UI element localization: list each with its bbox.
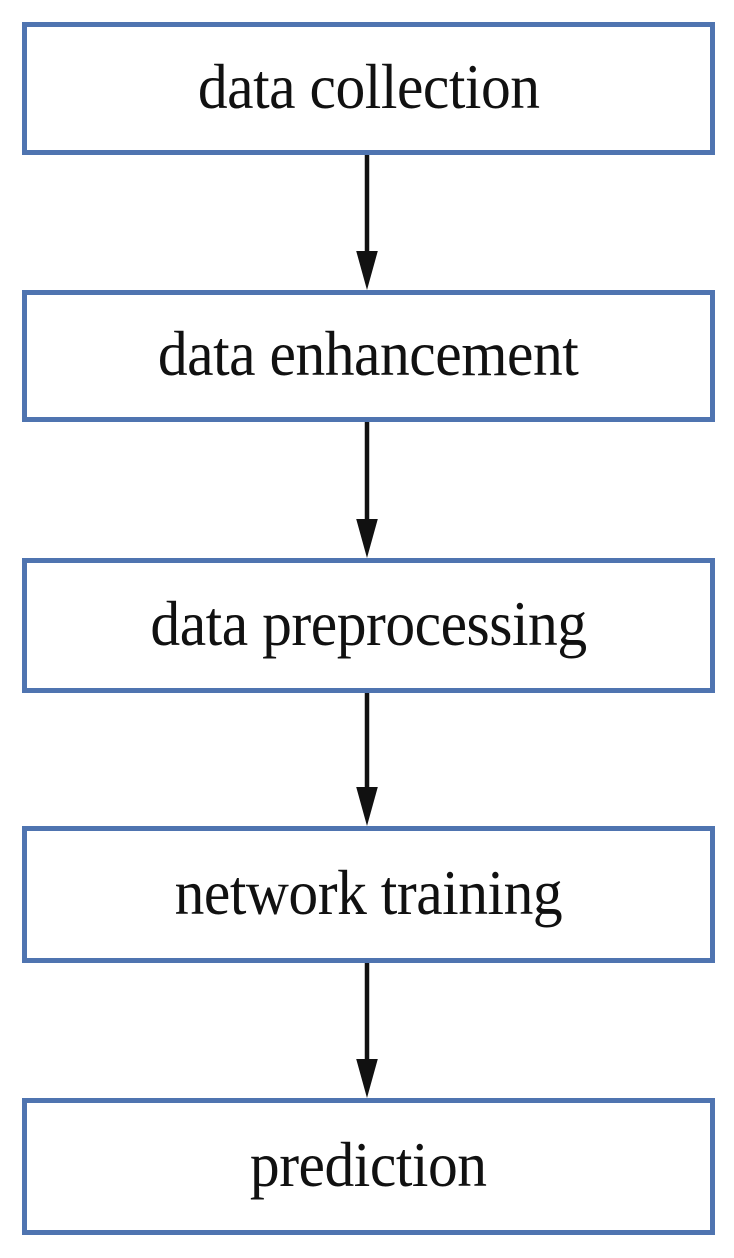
flow-node-label: prediction bbox=[250, 1128, 487, 1200]
flow-arrow-down-4 bbox=[356, 963, 378, 1098]
flow-node-network-training[interactable]: network training bbox=[22, 826, 715, 963]
flow-arrow-down-1 bbox=[356, 155, 378, 290]
flow-node-prediction[interactable]: prediction bbox=[22, 1098, 715, 1235]
flow-node-label: data preprocessing bbox=[150, 587, 587, 659]
flow-node-data-preprocessing[interactable]: data preprocessing bbox=[22, 558, 715, 693]
flow-node-data-collection[interactable]: data collection bbox=[22, 22, 715, 155]
flow-node-label: data collection bbox=[197, 50, 540, 122]
flow-arrow-down-2 bbox=[356, 422, 378, 558]
flow-arrow-down-3 bbox=[356, 693, 378, 826]
flow-node-label: data enhancement bbox=[158, 318, 579, 389]
flow-node-label: network training bbox=[174, 856, 563, 928]
flow-node-data-enhancement[interactable]: data enhancement bbox=[22, 290, 715, 422]
